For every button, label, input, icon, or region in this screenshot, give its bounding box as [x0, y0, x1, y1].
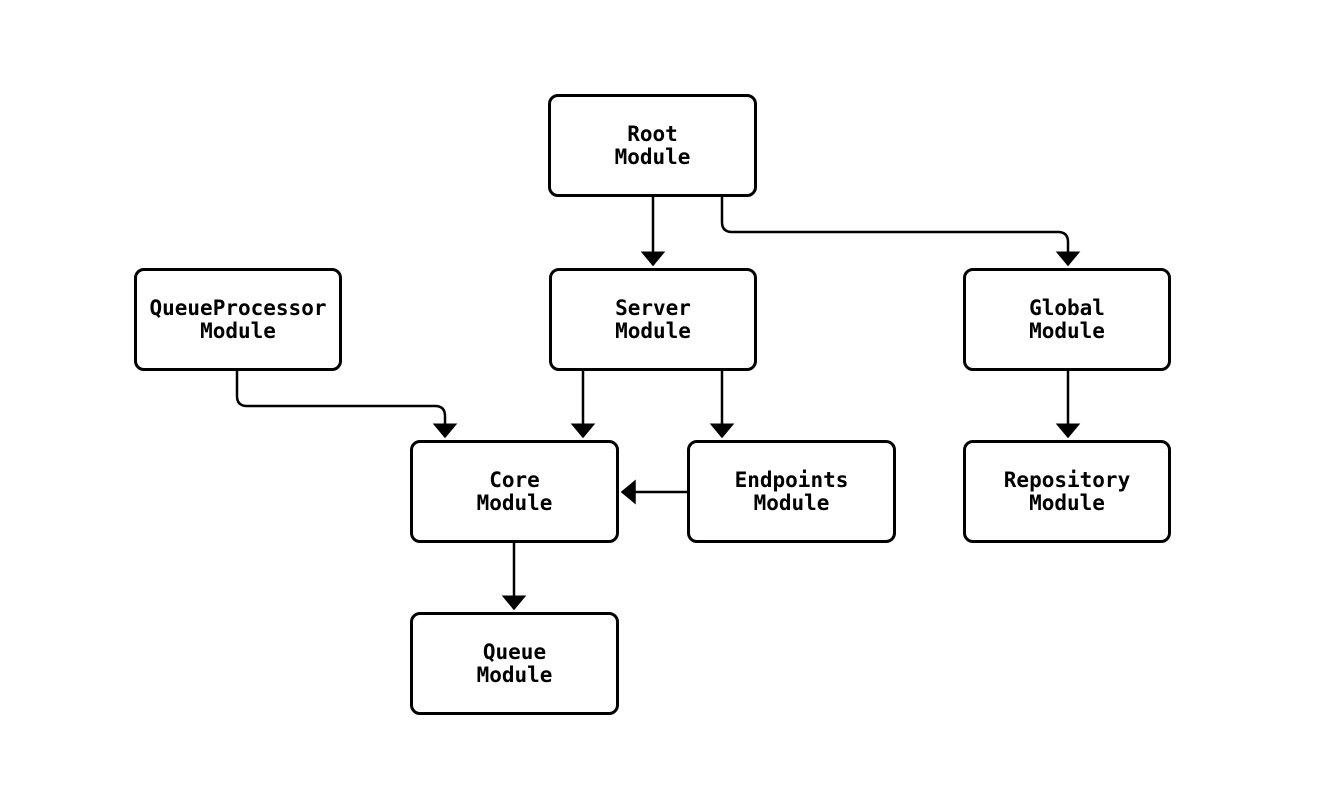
node-endpoints-module: Endpoints Module: [687, 440, 896, 543]
node-queue-module: Queue Module: [410, 612, 619, 715]
node-repository-module-label: Repository Module: [1003, 467, 1131, 515]
node-endpoints-module-label: Endpoints Module: [734, 467, 849, 515]
node-core-module: Core Module: [410, 440, 619, 543]
node-global-module: Global Module: [963, 268, 1171, 371]
node-queueprocessor-module: QueueProcessor Module: [134, 268, 342, 371]
node-root-module: Root Module: [548, 94, 757, 197]
node-core-module-label: Core Module: [476, 467, 553, 515]
node-root-module-label: Root Module: [614, 121, 691, 169]
node-queueprocessor-module-label: QueueProcessor Module: [149, 295, 327, 343]
edge-queueprocessor-to-core: [235, 371, 458, 439]
node-queue-module-label: Queue Module: [476, 639, 553, 687]
node-global-module-label: Global Module: [1029, 295, 1105, 343]
node-server-module: Server Module: [549, 268, 757, 371]
edge-root-to-global: [720, 197, 1081, 267]
node-repository-module: Repository Module: [963, 440, 1171, 543]
node-server-module-label: Server Module: [615, 295, 691, 343]
